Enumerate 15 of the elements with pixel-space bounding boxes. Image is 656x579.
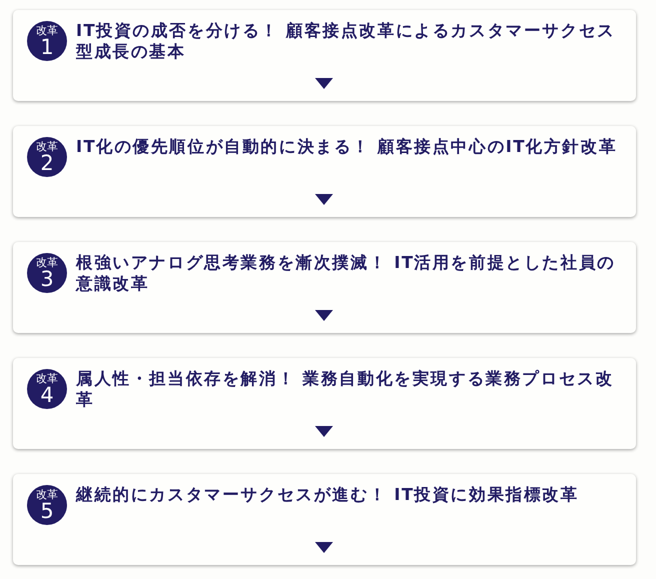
heading: IT投資の成否を分ける！ 顧客接点改革によるカスタマーサクセス型成長の基本 (76, 20, 616, 62)
heading: 根強いアナログ思考業務を漸次撲滅！ IT活用を前提とした社員の意識改革 (76, 252, 616, 294)
number-badge: 改革 5 (27, 485, 67, 525)
heading: IT化の優先順位が自動的に決まる！ 顧客接点中心のIT化方針改革 (76, 136, 618, 157)
heading: 属人性・担当依存を解消！ 業務自動化を実現する業務プロセス改革 (76, 368, 615, 410)
number-badge: 改革 3 (27, 253, 67, 293)
card-background (13, 358, 636, 449)
card-background (13, 126, 636, 217)
card-background (13, 474, 636, 565)
number-badge: 改革 2 (27, 137, 67, 177)
card-background (13, 10, 636, 101)
number-badge: 改革 4 (27, 369, 67, 409)
heading: 継続的にカスタマーサクセスが進む！ IT投資に効果指標改革 (76, 484, 580, 505)
card-background (13, 242, 636, 333)
number-badge: 改革 1 (27, 21, 67, 61)
